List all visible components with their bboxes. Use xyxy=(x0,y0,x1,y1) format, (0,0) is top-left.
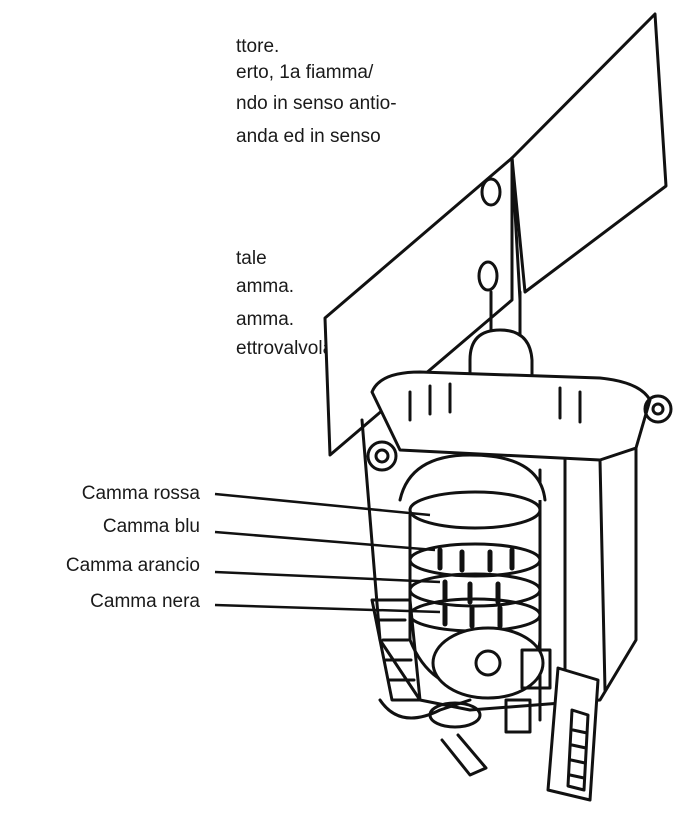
text-line-5: tale xyxy=(236,248,267,269)
text-line-7: amma. xyxy=(236,309,295,330)
text-line-1: ttore. xyxy=(236,36,280,57)
label-camma-rossa: Camma rossa xyxy=(81,483,200,504)
text-line-3: ndo in senso antio- xyxy=(236,93,397,114)
text-line-8: ettrovalvola xyxy=(236,338,334,359)
label-camma-nera: Camma nera xyxy=(90,591,200,612)
label-camma-arancio: Camma arancio xyxy=(65,555,200,576)
text-line-2: erto, 1a fiamma/ xyxy=(236,62,374,83)
text-line-6: amma. xyxy=(236,276,295,297)
label-camma-blu: Camma blu xyxy=(102,516,200,537)
text-line-4: anda ed in senso xyxy=(236,126,381,147)
